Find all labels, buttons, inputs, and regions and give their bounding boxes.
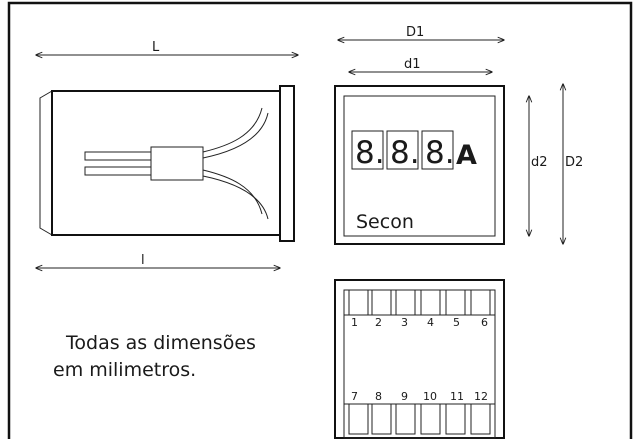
front-bezel xyxy=(334,85,505,245)
dimension-label-D2: D2 xyxy=(565,155,583,170)
brand-label: Secon xyxy=(356,211,414,233)
front-view: D1 d1 8. 8. 8. A Secon d2 D2 xyxy=(334,25,583,245)
dimension-label-d1: d1 xyxy=(404,57,421,72)
unit-label: A xyxy=(456,140,477,171)
digit-cell-1 xyxy=(351,130,384,170)
terminal-6 xyxy=(470,289,491,316)
wire-lower xyxy=(84,166,152,176)
lead-upper-b xyxy=(202,112,269,159)
rear-cap xyxy=(39,90,53,236)
terminal-12 xyxy=(470,403,491,435)
lead-upper-a xyxy=(202,107,263,153)
terminal-label-3: 3 xyxy=(401,316,408,329)
terminal-8 xyxy=(371,403,392,435)
lead-lower-b xyxy=(202,175,269,220)
housing-body xyxy=(51,90,281,236)
rear-view: 1 2 3 4 5 6 7 8 9 10 11 12 xyxy=(334,279,505,439)
dimension-label-D1: D1 xyxy=(406,25,424,40)
terminal-11 xyxy=(445,403,466,435)
note-line-2: em milimetros. xyxy=(53,359,196,381)
digit-cell-2 xyxy=(386,130,419,170)
terminal-2 xyxy=(371,289,392,316)
terminal-label-8: 8 xyxy=(375,390,382,403)
rear-panel xyxy=(343,289,496,439)
terminal-label-1: 1 xyxy=(351,316,358,329)
digit-1: 8. xyxy=(355,135,385,171)
rear-body xyxy=(334,279,505,439)
terminal-9 xyxy=(395,403,416,435)
dimension-label-l: l xyxy=(141,253,145,268)
lead-lower-a xyxy=(202,169,263,215)
terminal-label-12: 12 xyxy=(474,390,488,403)
digit-3: 8. xyxy=(425,135,455,171)
wire-upper xyxy=(84,151,152,161)
terminal-label-5: 5 xyxy=(453,316,460,329)
terminal-label-7: 7 xyxy=(351,390,358,403)
terminal-label-6: 6 xyxy=(481,316,488,329)
terminal-4 xyxy=(420,289,441,316)
terminal-label-10: 10 xyxy=(423,390,437,403)
front-window xyxy=(343,95,496,237)
terminal-label-11: 11 xyxy=(450,390,464,403)
terminal-3 xyxy=(395,289,416,316)
front-flange xyxy=(279,85,295,242)
dimension-label-L: L xyxy=(152,40,160,55)
terminal-1 xyxy=(348,289,369,316)
terminal-label-2: 2 xyxy=(375,316,382,329)
dimension-label-d2: d2 xyxy=(531,155,548,170)
terminal-label-4: 4 xyxy=(427,316,434,329)
note-line-1: Todas as dimensões xyxy=(65,332,256,354)
connector-block xyxy=(150,146,204,181)
terminal-10 xyxy=(420,403,441,435)
terminal-7 xyxy=(348,403,369,435)
terminal-label-9: 9 xyxy=(401,390,408,403)
digit-2: 8. xyxy=(390,135,420,171)
side-view: L l xyxy=(36,40,298,268)
drawing-border xyxy=(7,1,633,443)
terminal-5 xyxy=(445,289,466,316)
digit-cell-3 xyxy=(421,130,454,170)
